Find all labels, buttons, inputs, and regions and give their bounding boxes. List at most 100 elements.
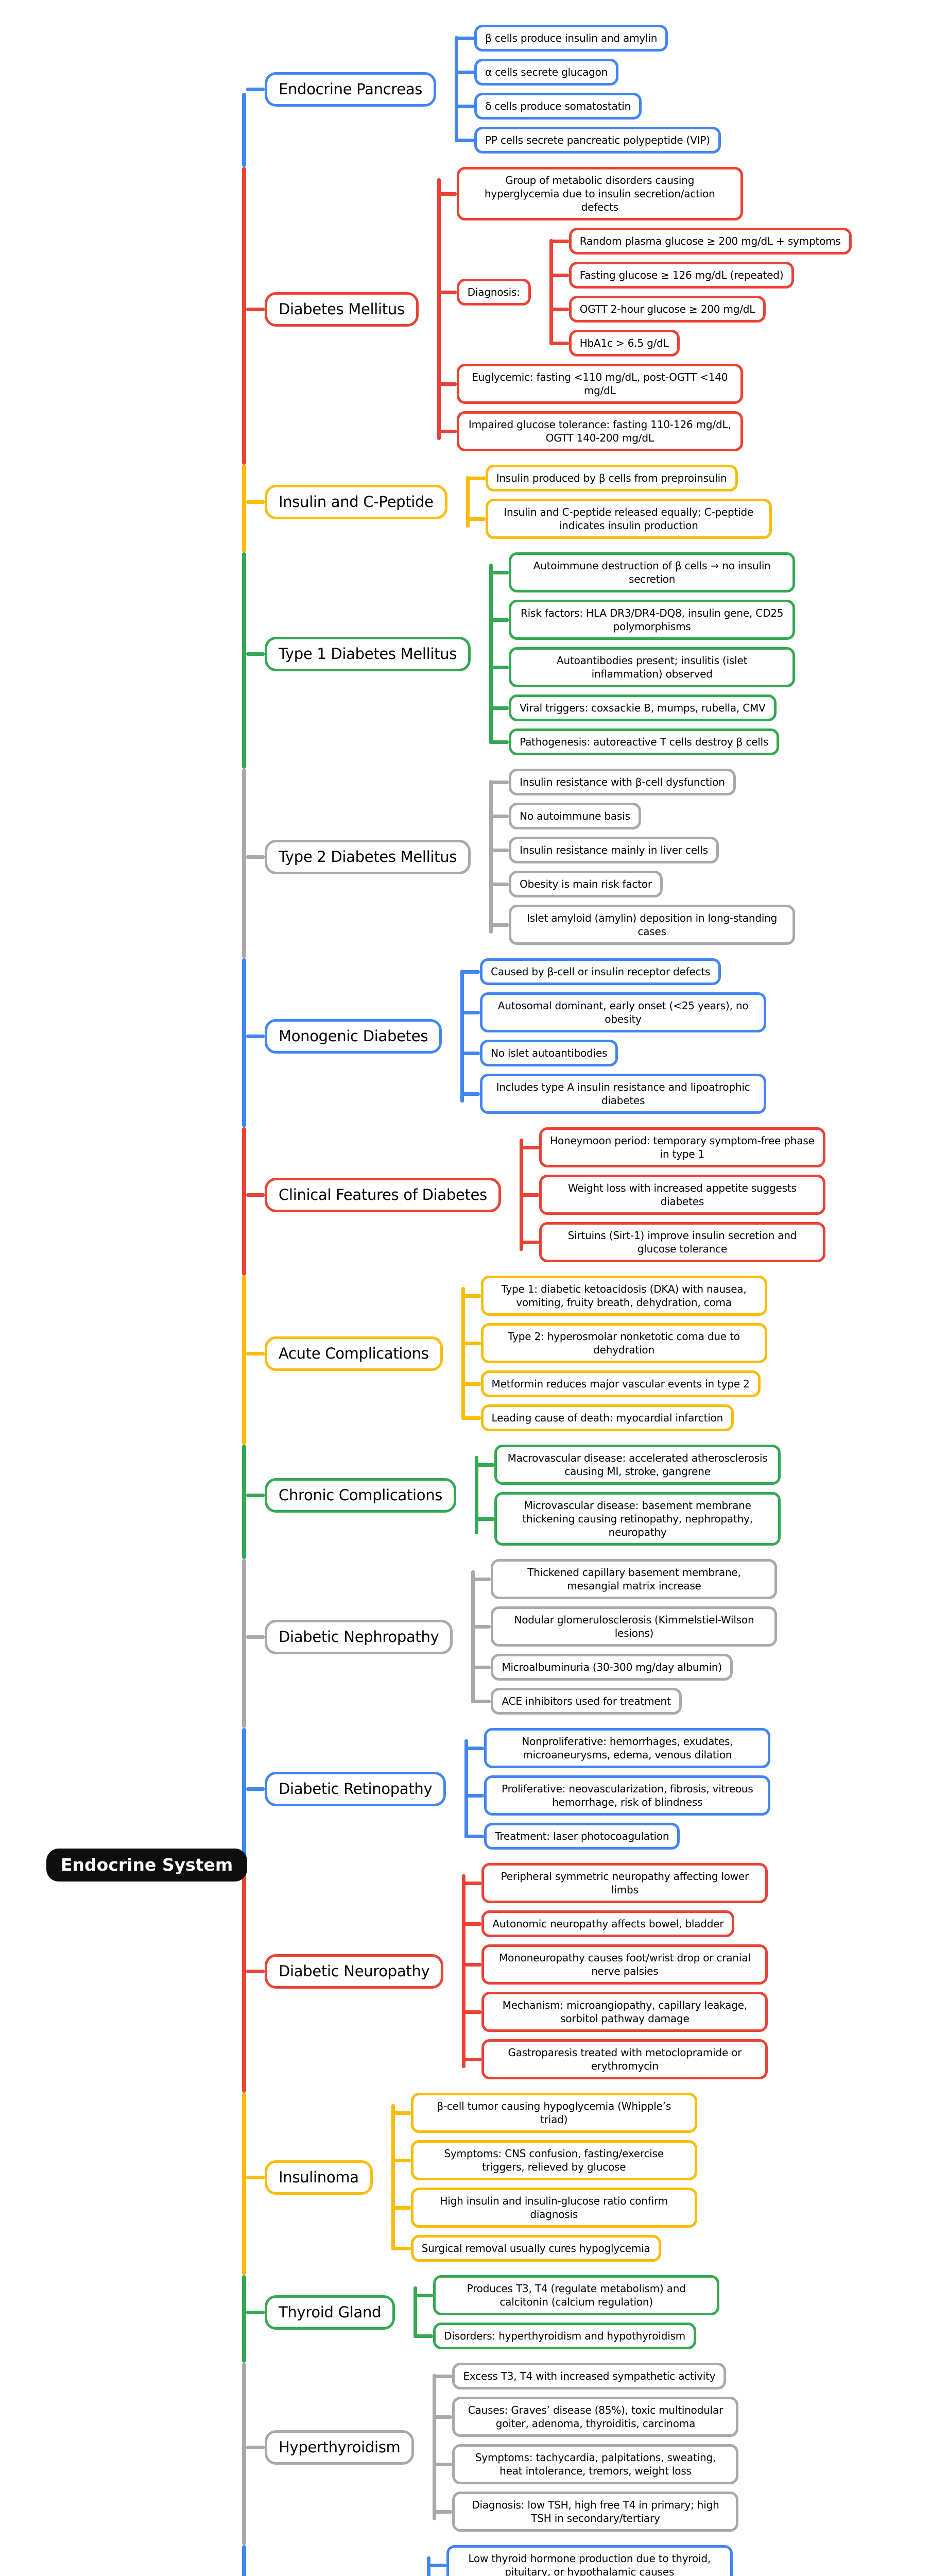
children-group: Group of metabolic disorders causing hyp…: [437, 167, 852, 451]
leaf-node: PP cells secrete pancreatic polypeptide …: [474, 127, 721, 154]
leaf-row: Insulin and C-peptide released equally; …: [466, 499, 772, 539]
leaf-node: Symptoms: tachycardia, palpitations, swe…: [452, 2444, 739, 2484]
trunk-segment: [242, 1276, 246, 1445]
leaf-row: Obesity is main risk factor: [489, 871, 795, 897]
leaf-node: Peripheral symmetric neuropathy affectin…: [481, 1863, 768, 1903]
leaf-row: High insulin and insulin-glucose ratio c…: [391, 2188, 697, 2228]
trunk-segment: [242, 1445, 246, 1559]
branch-label: Diabetic Neuropathy: [265, 1954, 444, 1989]
branch: Insulinoma β-cell tumor causing hypoglyce…: [246, 2093, 697, 2275]
leaf-node: Obesity is main risk factor: [509, 871, 663, 897]
branch-connector: [246, 652, 265, 656]
leaf-node: Symptoms: CNS confusion, fasting/exercis…: [410, 2140, 697, 2180]
leaf-row: Thickened capillary basement membrane, m…: [471, 1559, 778, 1599]
leaf-node: Viral triggers: coxsackie B, mumps, rube…: [509, 694, 777, 721]
children-group: Peripheral symmetric neuropathy affectin…: [462, 1863, 768, 2079]
leaf-row: Caused by β-cell or insulin receptor def…: [460, 958, 766, 985]
children-group: Autoimmune destruction of β cells → no i…: [489, 552, 796, 755]
leaf-node: Includes type A insulin resistance and l…: [480, 1074, 767, 1114]
leaf-node: Microalbuminuria (30-300 mg/day albumin): [491, 1654, 733, 1681]
leaf-node: Low thyroid hormone production due to th…: [446, 2545, 733, 2576]
leaf-node: Insulin and C-peptide released equally; …: [485, 499, 772, 539]
leaf-node: Thickened capillary basement membrane, m…: [491, 1559, 778, 1599]
leaf-row: Peripheral symmetric neuropathy affectin…: [462, 1863, 768, 1903]
leaf-node: No autoimmune basis: [509, 803, 641, 829]
children-group: Produces T3, T4 (regulate metabolism) an…: [413, 2275, 720, 2349]
trunk-segment: [242, 2363, 246, 2545]
branch-label: Clinical Features of Diabetes: [265, 1177, 501, 1212]
leaf-row: Disorders: hyperthyroidism and hypothyro…: [413, 2323, 719, 2349]
leaf-node: Autoimmune destruction of β cells → no i…: [509, 552, 796, 592]
leaf-row: Autoantibodies present; insulitis (islet…: [489, 647, 796, 687]
branch-row: Insulinoma β-cell tumor causing hypoglyce…: [242, 2093, 940, 2275]
leaf-row: OGTT 2-hour glucose ≥ 200 mg/dL: [549, 296, 852, 323]
leaf-row: Diagnosis: low TSH, high free T4 in prim…: [433, 2492, 739, 2532]
branch-connector: [246, 1193, 265, 1197]
trunk-segment: [242, 2275, 246, 2363]
children-group: β-cell tumor causing hypoglycemia (Whipp…: [391, 2093, 697, 2262]
branch-label: Type 1 Diabetes Mellitus: [265, 636, 471, 671]
leaf-node: Insulin produced by β cells from preproi…: [485, 465, 738, 492]
children-group: Thickened capillary basement membrane, m…: [471, 1559, 778, 1715]
branch-label: Insulinoma: [265, 2160, 373, 2195]
trunk-segment: [242, 552, 246, 769]
leaf-node: Random plasma glucose ≥ 200 mg/dL + symp…: [568, 228, 852, 255]
leaf-row: Treatment: laser photocoagulation: [464, 1823, 770, 1850]
children-group: Excess T3, T4 with increased sympathetic…: [433, 2363, 739, 2532]
leaf-row: PP cells secrete pancreatic polypeptide …: [455, 127, 721, 154]
branch-connector: [246, 2445, 265, 2449]
leaf-row: Macrovascular disease: accelerated ather…: [475, 1445, 781, 1485]
trunk-segment: [242, 2545, 246, 2576]
leaf-row: Insulin resistance mainly in liver cells: [489, 837, 795, 863]
trunk-segment: [242, 769, 246, 958]
leaf-node: Pathogenesis: autoreactive T cells destr…: [509, 728, 780, 755]
branch-row: Clinical Features of Diabetes Honeymoon p…: [242, 1127, 940, 1276]
leaf-node: Produces T3, T4 (regulate metabolism) an…: [433, 2275, 720, 2315]
trunk-segment: [242, 167, 246, 465]
leaf-row: Excess T3, T4 with increased sympathetic…: [433, 2363, 738, 2389]
leaf-row: Type 1: diabetic ketoacidosis (DKA) with…: [461, 1276, 767, 1316]
leaf-node: Insulin resistance with β-cell dysfuncti…: [509, 769, 736, 795]
branch-label: Insulin and C-Peptide: [265, 484, 447, 519]
trunk-segment: [242, 1728, 246, 1863]
leaf-node: No islet autoantibodies: [480, 1040, 618, 1066]
leaf-node: Islet amyloid (amylin) deposition in lon…: [509, 905, 796, 945]
branch-connector: [246, 2175, 265, 2179]
leaf-row: Impaired glucose tolerance: fasting 110-…: [437, 411, 852, 451]
leaf-node: Metformin reduces major vascular events …: [480, 1370, 761, 1397]
branch: Type 1 Diabetes Mellitus Autoimmune destr…: [246, 552, 796, 769]
leaf-node: Impaired glucose tolerance: fasting 110-…: [456, 411, 743, 451]
branch-row: HypothyroidismLow thyroid hormone produc…: [242, 2545, 940, 2576]
leaf-node: Autosomal dominant, early onset (<25 yea…: [480, 992, 767, 1032]
leaf-row: Mechanism: microangiopathy, capillary le…: [462, 1992, 768, 2032]
children-group: Low thyroid hormone production due to th…: [426, 2545, 733, 2576]
leaf-row: Insulin produced by β cells from preproi…: [466, 465, 772, 492]
branch-connector: [246, 1034, 265, 1038]
leaf-node: Weight loss with increased appetite sugg…: [539, 1175, 825, 1215]
leaf-node: Honeymoon period: temporary symptom-free…: [539, 1127, 825, 1167]
branch-connector: [246, 1351, 265, 1355]
leaf-node: Microvascular disease: basement membrane…: [494, 1492, 781, 1546]
leaf-node: Sirtuins (Sirt-1) improve insulin secret…: [539, 1222, 825, 1262]
trunk-segment: [242, 1127, 246, 1276]
children-group: Honeymoon period: temporary symptom-free…: [519, 1127, 825, 1262]
leaf-row: Weight loss with increased appetite sugg…: [519, 1175, 825, 1215]
leaf-node: ACE inhibitors used for treatment: [491, 1688, 682, 1715]
trunk-segment: [242, 465, 246, 552]
leaf-node: β-cell tumor causing hypoglycemia (Whipp…: [410, 2093, 697, 2133]
root-node: Endocrine System: [46, 1849, 248, 1882]
leaf-node: Diagnosis: low TSH, high free T4 in prim…: [452, 2492, 739, 2532]
leaf-row: Surgical removal usually cures hypoglyce…: [391, 2235, 697, 2262]
leaf-row: Leading cause of death: myocardial infar…: [461, 1404, 767, 1431]
leaf-row: Includes type A insulin resistance and l…: [460, 1074, 767, 1114]
